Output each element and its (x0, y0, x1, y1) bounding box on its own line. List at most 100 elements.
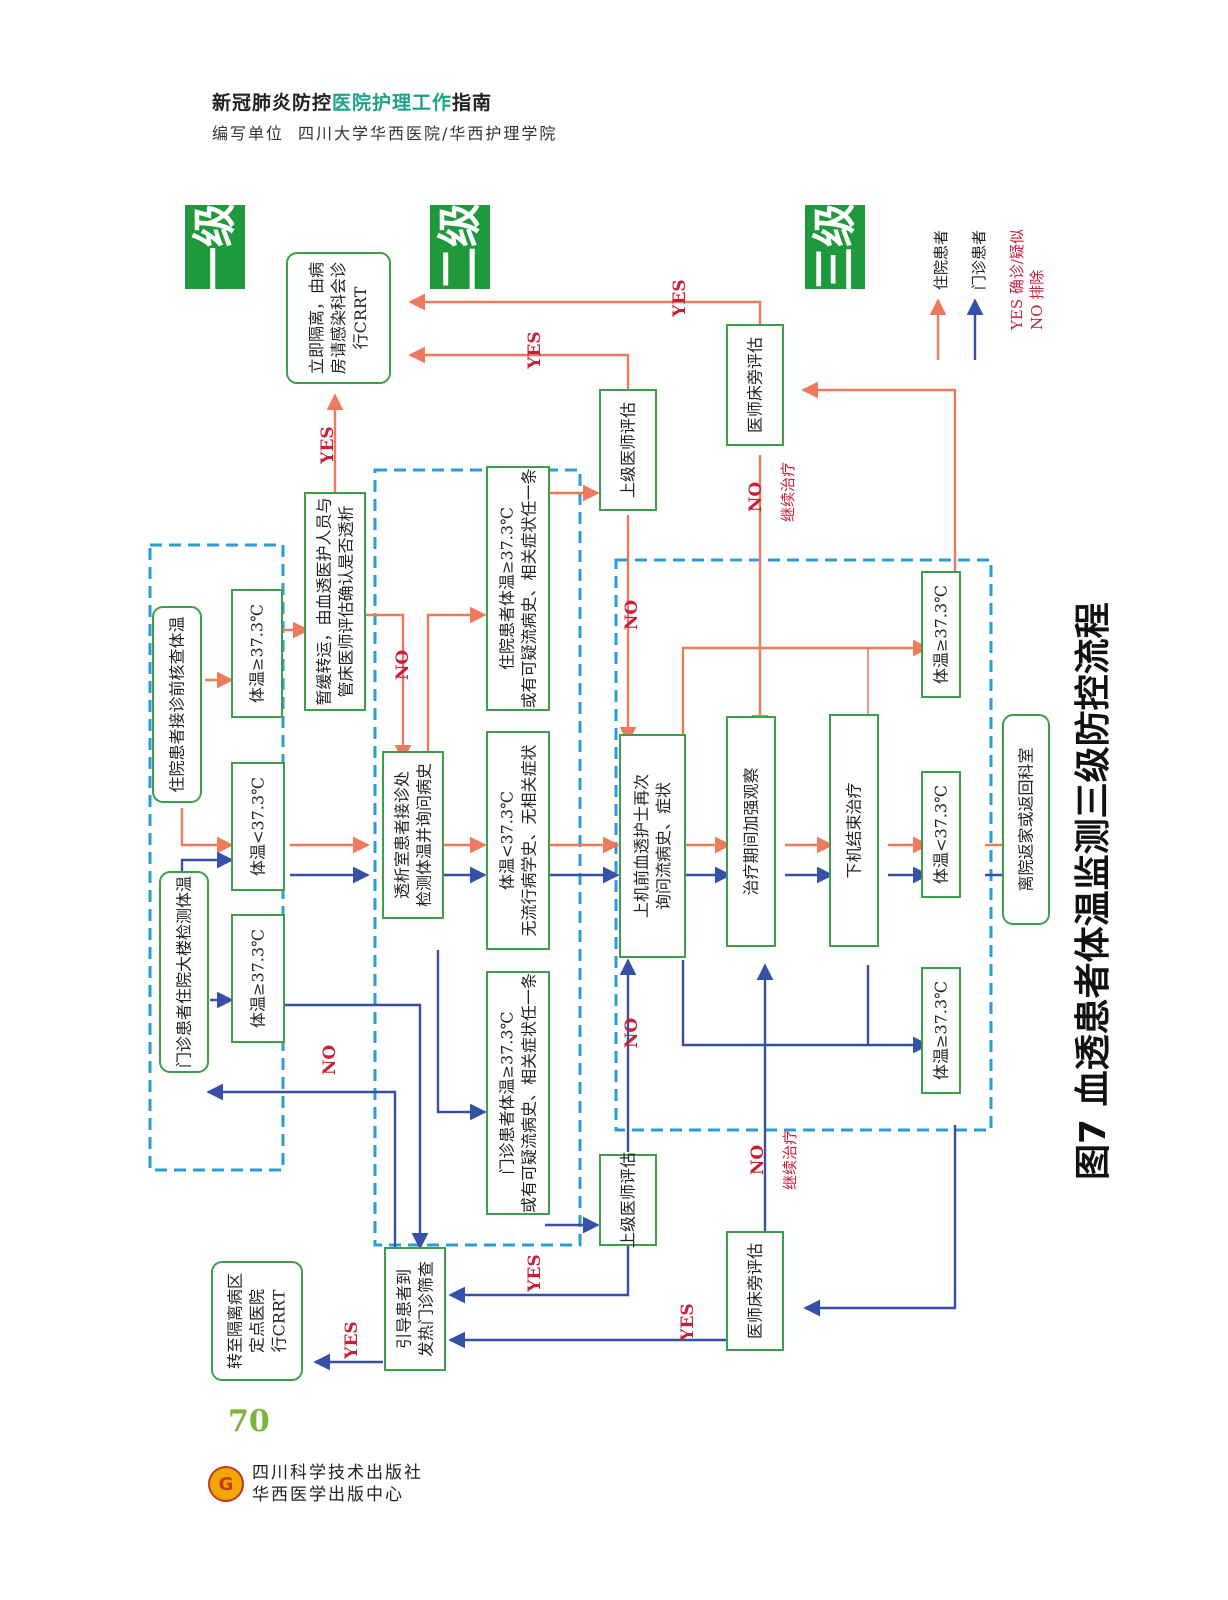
arrow-bedside-top-yes (408, 293, 762, 332)
node-label: 上级医师评估 (619, 1152, 638, 1248)
node-isolate: 立即隔离，由病房请感染科会诊行CRRT (286, 252, 391, 384)
arrow-reception-inrisk (426, 606, 487, 760)
node-label: 体温≥37.3℃ (932, 981, 951, 1080)
svg-text:一级: 一级 (190, 203, 241, 291)
edge-label-yes: YES (342, 1321, 362, 1359)
arrow-no-back-outpatient (206, 1083, 397, 1248)
node-label: 发热门诊筛查 (417, 1261, 436, 1357)
node-label: 或有可疑流病史、相关症状任一条 (520, 468, 539, 708)
book-title: 新冠肺炎防控医院护理工作指南 (212, 92, 493, 114)
node-label: 行CRRT (351, 286, 370, 349)
node-label: 暂缓转运，由血透医护人员与 (315, 497, 334, 705)
node-label: 体温≥37.3℃ (932, 585, 951, 684)
publisher-line-1: 四川科学技术出版社 (252, 1463, 423, 1483)
node-label: 下机结束治疗 (845, 782, 864, 878)
legend-no: NO 排除 (1028, 270, 1046, 330)
node-label: 体温<37.3℃ (249, 777, 268, 876)
edge-label-no: NO (393, 650, 413, 681)
node-senior-eval-bottom: 上级医师评估 (599, 1152, 657, 1248)
edge-label-no: NO (746, 482, 766, 513)
edge-label-yes: YES (525, 331, 545, 369)
node-label: 立即隔离，由病 (307, 262, 326, 374)
node-label: 医师床旁评估 (746, 337, 765, 433)
edge-label-yes: YES (678, 1303, 698, 1341)
legend-yes: YES 确诊/疑似 (1008, 229, 1026, 331)
node-label: 转至隔离病区 (226, 1273, 245, 1369)
publisher-line-2: 华西医学出版中心 (252, 1485, 404, 1505)
svg-text:二级: 二级 (435, 203, 486, 291)
figure-caption: 图7 血透患者体温监测三级防控流程 (1073, 602, 1114, 1180)
arrow-reception-outrisk (436, 950, 487, 1121)
node-label: 体温<37.3℃ (498, 791, 517, 890)
node-bedside-eval-bottom: 医师床旁评估 (726, 1231, 784, 1351)
node-label: 门诊患者体温≥37.3℃ (498, 1012, 517, 1175)
node-during: 治疗期间加强观察 (726, 716, 776, 947)
node-senior-eval-top: 上级医师评估 (599, 389, 657, 511)
node-label: 管床医师评估确认是否透析 (337, 505, 356, 697)
node-temp-high-in: 体温≥37.3℃ (231, 589, 283, 718)
node-label: 医师床旁评估 (746, 1243, 765, 1339)
edge-label-continue: 继续治疗 (779, 462, 797, 522)
node-fever-clinic: 引导患者到发热门诊筛查 (384, 1247, 446, 1371)
node-discharge: 离院返家或返回科室 (1002, 714, 1050, 925)
node-label: 体温≥37.3℃ (249, 929, 268, 1028)
node-label: 透析室患者接诊处 (393, 771, 412, 899)
node-reception: 透析室患者接诊处检测体温并询问病史 (382, 751, 444, 919)
node-label: 询问流病史、症状 (654, 782, 673, 910)
legend: 住院患者 门诊患者 YES 确诊/疑似 NO 排除 (932, 229, 1046, 331)
page-number: 70 (228, 1404, 270, 1439)
arrow-senior-top-yes (408, 346, 630, 390)
nodes: 住院患者接诊前核查体温门诊患者住院大楼检测体温体温≥37.3℃体温<37.3℃体… (152, 252, 1050, 1381)
node-label: 无流行病学史、无相关症状 (520, 744, 539, 936)
node-label: 离院返家或返回科室 (1017, 747, 1036, 891)
edge-label-yes: YES (670, 279, 690, 317)
connectors (180, 293, 1020, 1371)
node-end-treat: 下机结束治疗 (829, 714, 879, 947)
node-label: 上级医师评估 (619, 402, 638, 498)
node-bedside-eval-top: 医师床旁评估 (726, 324, 784, 446)
node-temp-high-out: 体温≥37.3℃ (231, 914, 285, 1043)
group-level2 (373, 468, 582, 1247)
node-label: 房请感染科会诊 (329, 262, 348, 374)
node-label: 行CRRT (270, 1289, 289, 1352)
publisher: G 四川科学技术出版社 华西医学出版中心 (208, 1462, 423, 1506)
node-temp-high-bottom: 体温≥37.3℃ (921, 967, 961, 1094)
level-badges: 一级 二级 三级 (185, 203, 865, 291)
edge-label-no: NO (748, 1145, 768, 1176)
node-label: 治疗期间加强观察 (742, 767, 761, 895)
node-label: 住院患者接诊前核查体温 (168, 616, 187, 792)
node-label: 门诊患者住院大楼检测体温 (175, 876, 194, 1068)
level-1-badge: 一级 (185, 203, 245, 291)
node-transfer-handle: 暂缓转运，由血透医护人员与管床医师评估确认是否透析 (304, 492, 366, 711)
arrow-pre-high-top (681, 639, 930, 742)
edge-label-no: NO (622, 1018, 642, 1049)
svg-text:三级: 三级 (810, 203, 861, 291)
level-3-badge: 三级 (805, 203, 865, 291)
arrow-out-to-low (180, 851, 234, 875)
edge-label-no: NO (622, 600, 642, 631)
node-temp-low-right: 体温<37.3℃ (921, 771, 961, 898)
node-label: 体温≥37.3℃ (248, 604, 267, 703)
book-subtitle: 编写单位四川大学华西医院/华西护理学院 (212, 124, 558, 143)
level-2-badge: 二级 (430, 203, 490, 291)
arrow-in-to-low (180, 808, 234, 854)
node-temp-low: 体温<37.3℃ (231, 762, 285, 891)
arrow-high-top-bedside (801, 381, 957, 590)
node-temp-high-top: 体温≥37.3℃ (921, 571, 961, 698)
edge-label-yes: YES (525, 1254, 545, 1292)
node-label: 体温<37.3℃ (932, 785, 951, 884)
node-label: 上机前血透护士再次 (632, 774, 651, 918)
arrow-senior-bot-yes (448, 1243, 630, 1304)
edge-label-continue: 继续治疗 (781, 1130, 799, 1190)
edge-label-no: NO (320, 1045, 340, 1076)
node-label: 引导患者到 (395, 1269, 414, 1349)
node-outpatient-check: 门诊患者住院大楼检测体温 (159, 871, 209, 1073)
arrow-pre-high-bottom (681, 960, 930, 1054)
node-label: 定点医院 (248, 1289, 267, 1353)
node-label: 或有可疑流病史、相关症状任一条 (520, 973, 539, 1213)
legend-inpatient: 住院患者 (932, 230, 950, 290)
